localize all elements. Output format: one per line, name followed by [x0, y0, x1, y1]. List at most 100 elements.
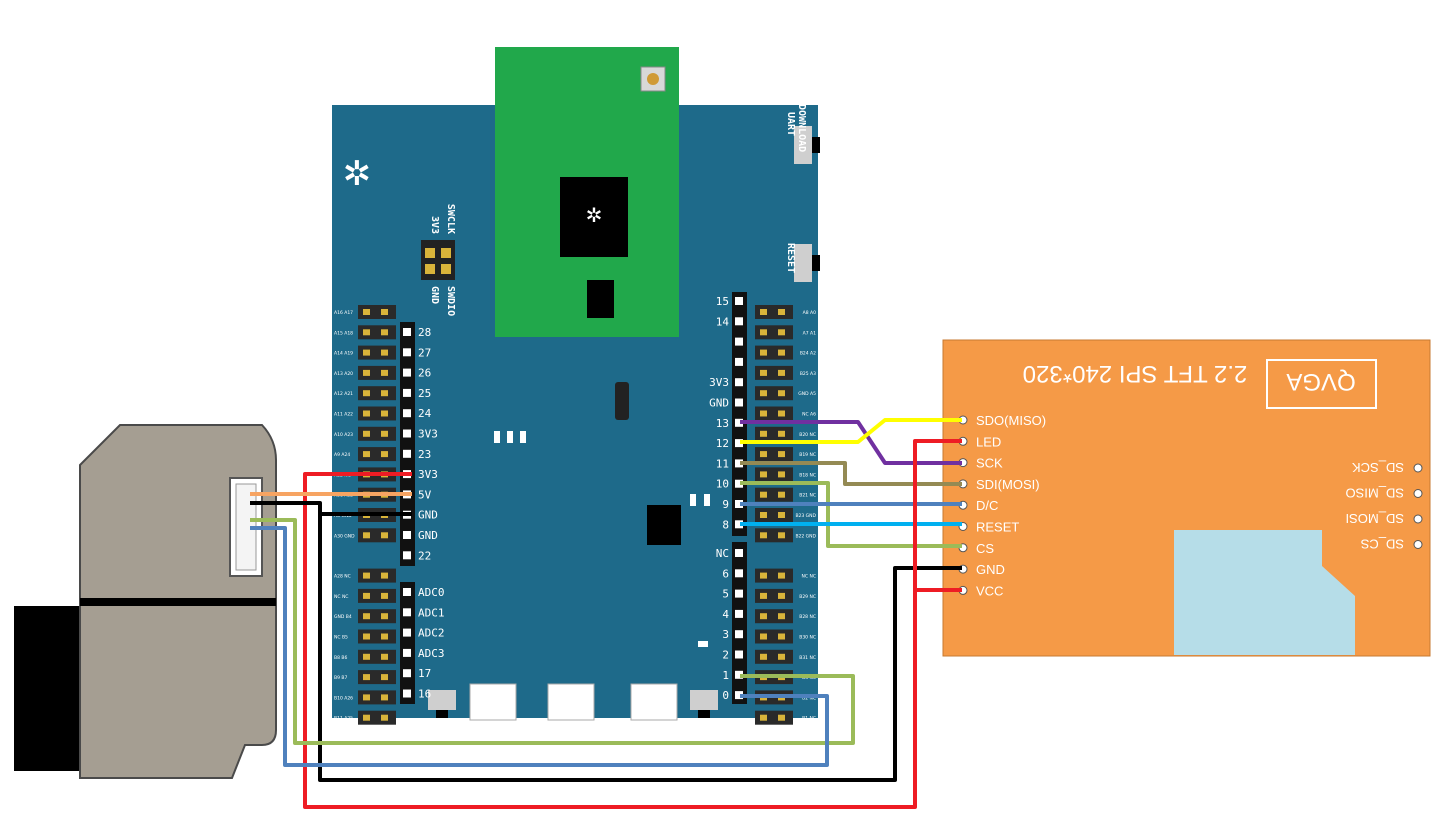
far-right-header-label: B28 NC: [799, 614, 816, 620]
far-right-header-pin: [760, 430, 767, 437]
far-left-header-socket: [358, 710, 396, 725]
far-left-header-pin: [363, 410, 370, 417]
far-right-header-pin: [778, 613, 785, 620]
left-pin-header: [400, 322, 415, 566]
tft-pin-label: LED: [976, 434, 1001, 449]
far-left-header-label: A13 A20: [334, 371, 353, 377]
module-chip: [560, 177, 628, 257]
dev-board: ✲ ✲ 3V3 SWCLK GND SWDIO UART DOWNLOAD RE…: [332, 47, 820, 725]
right-header-pin: [735, 337, 743, 346]
far-left-header-pin: [381, 410, 388, 417]
left-adc-pin: [403, 648, 411, 657]
left-header-label: 24: [418, 407, 432, 420]
far-left-header-socket: [358, 568, 396, 583]
right-pin-header: [732, 292, 747, 536]
right-header-pin: [735, 439, 743, 448]
far-right-header-pin: [778, 430, 785, 437]
far-left-header-label: A30 GND: [334, 533, 355, 539]
far-left-header-socket: [358, 690, 396, 705]
far-left-header-label: A9 A24: [334, 452, 350, 458]
right-header-label: 11: [716, 457, 729, 470]
far-right-header-label: B20 NC: [799, 432, 816, 438]
far-right-header-socket: [755, 325, 793, 340]
right-lower-label: 4: [722, 608, 729, 621]
left-header-label: 3V3: [418, 468, 438, 481]
far-left-header-label: A12 A21: [334, 391, 353, 397]
right-lower-label: 0: [722, 689, 729, 702]
uart-download-button[interactable]: [794, 126, 812, 164]
chip-logo-icon: ✲: [586, 203, 603, 227]
far-left-header-pin: [363, 390, 370, 397]
far-right-header-pin: [778, 653, 785, 660]
left-header-label: 22: [418, 549, 431, 562]
far-left-header-label: A28 NC: [334, 574, 351, 580]
far-right-header-label: B25 A3: [800, 371, 816, 377]
far-right-header-pin: [778, 309, 785, 315]
bottom-left-button[interactable]: [428, 690, 456, 710]
far-right-header-pin: [778, 512, 785, 518]
reset-button[interactable]: [794, 244, 812, 282]
bottom-right-button[interactable]: [690, 690, 718, 710]
far-right-header-socket: [755, 305, 793, 319]
sd-pin-label: SD_MOSI: [1345, 511, 1404, 526]
far-right-header-pin: [778, 329, 785, 336]
right-lower-pin: [735, 650, 743, 659]
left-header-label: 5V: [418, 488, 432, 501]
far-right-header-pin: [760, 714, 767, 721]
left-adc-label: ADC0: [418, 586, 445, 599]
left-header-pin: [403, 388, 411, 397]
sensor-module: [14, 424, 277, 779]
far-left-header-pin: [381, 349, 388, 356]
module-small-chip: [587, 280, 614, 318]
far-right-header-pin: [760, 329, 767, 336]
far-right-header-pin: [760, 349, 767, 356]
uart-label-line2: DOWNLOAD: [796, 104, 807, 152]
far-left-header-label: A14 A19: [334, 351, 353, 357]
far-left-header-socket: [358, 670, 396, 685]
right-header-pin: [735, 520, 743, 529]
left-adc-pin: [403, 689, 411, 698]
right-header-pin: [735, 297, 743, 305]
far-right-header-pin: [760, 592, 767, 599]
tft-pin-label: VCC: [976, 583, 1003, 598]
far-right-header-pin: [778, 390, 785, 397]
far-right-header-label: B2 NC: [802, 695, 816, 701]
far-right-header-socket: [755, 568, 793, 583]
right-header-label: GND: [709, 397, 729, 410]
far-right-header-pin: [760, 390, 767, 397]
far-right-header-label: B3 NC: [802, 675, 816, 681]
far-right-header-pin: [778, 572, 785, 579]
right-header-label: 13: [716, 417, 729, 430]
far-left-header-label: B11 A25: [334, 716, 353, 722]
far-right-header-pin: [778, 633, 785, 640]
far-left-header-pin: [363, 694, 370, 701]
far-right-header-label: B24 A2: [800, 351, 816, 357]
far-right-header-pin: [778, 349, 785, 356]
right-header-label: 15: [716, 295, 729, 308]
right-lower-label: 1: [722, 669, 729, 682]
sd-pin-label: SD_SCK: [1352, 460, 1404, 475]
far-left-header-socket: [358, 649, 396, 664]
wire-sensor-green: [250, 518, 855, 745]
far-right-header-pin: [760, 491, 767, 498]
far-right-header-pin: [760, 633, 767, 640]
far-left-header-pin: [381, 653, 388, 660]
swd-label-3v3: 3V3: [429, 216, 440, 234]
left-header-pin: [403, 429, 411, 438]
tft-pin-label: GND: [976, 562, 1005, 577]
swd-label-gnd: GND: [429, 286, 440, 304]
far-left-header-socket: [358, 325, 396, 340]
right-lower-label: NC: [716, 547, 729, 560]
far-left-header-socket: [358, 426, 396, 441]
far-right-header-socket: [755, 406, 793, 421]
far-right-header-label: B1 NC: [802, 716, 816, 722]
left-header-label: 3V3: [418, 428, 438, 441]
usb-port-2: [547, 683, 595, 721]
far-right-header-pin: [760, 471, 767, 478]
board-logo-icon: ✲: [343, 154, 372, 194]
far-left-header-pin: [363, 430, 370, 437]
tft-pin-label: SCK: [976, 456, 1003, 471]
